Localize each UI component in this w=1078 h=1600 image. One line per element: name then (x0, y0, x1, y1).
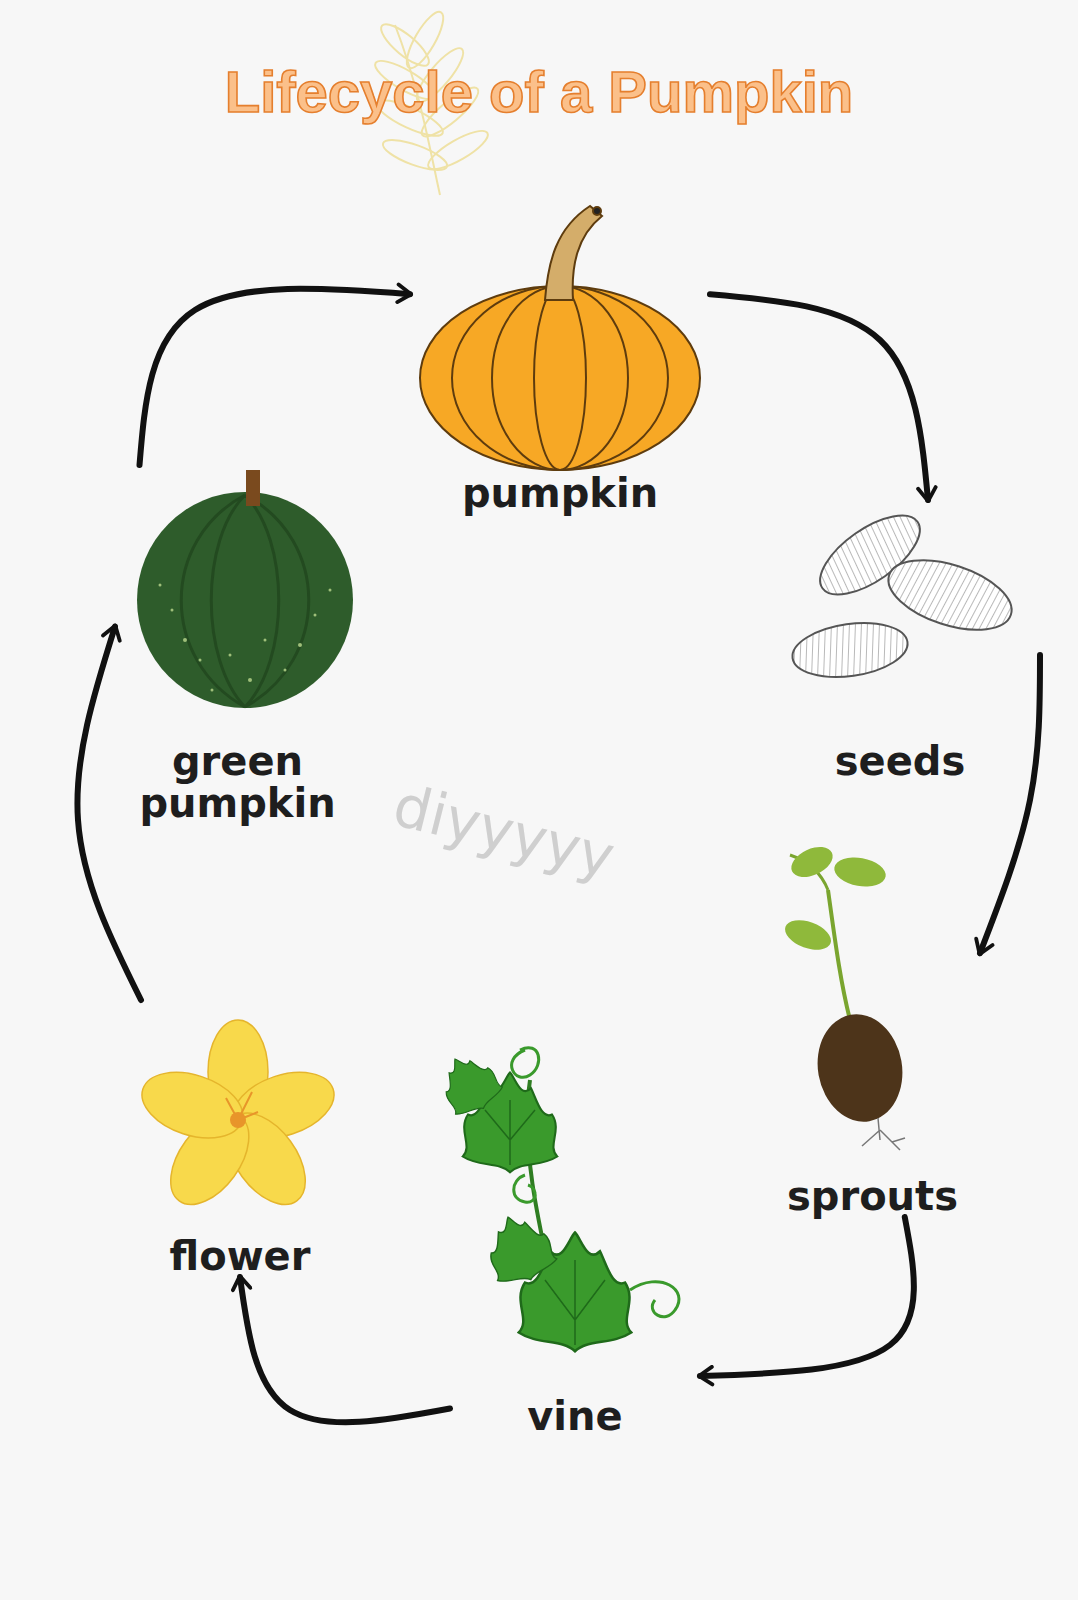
flower-drawing (134, 1020, 343, 1219)
diagram-title: Lifecycle of a Pumpkin (0, 58, 1078, 125)
stage-label: flower (130, 1235, 350, 1277)
cycle-arrow (140, 289, 411, 465)
stage-label: vine (450, 1395, 700, 1437)
stage-box: green pumpkin (115, 465, 360, 824)
green-pumpkin (137, 470, 353, 708)
stage-label: seeds (760, 740, 1040, 782)
stage-label: green pumpkin (115, 740, 360, 824)
stage-box: pumpkin (410, 200, 710, 514)
cycle-arrow (700, 1217, 914, 1376)
vine-drawing (432, 1046, 679, 1352)
seeds-drawing (789, 500, 1020, 683)
stage-box: vine (450, 1030, 700, 1437)
cycle-arrow (77, 627, 141, 1000)
cycle-arrow (710, 294, 928, 500)
stage-box: flower (130, 1000, 350, 1277)
cycle-arrow (980, 655, 1040, 953)
stage-box: seeds (760, 500, 1040, 782)
orange-pumpkin (420, 206, 700, 470)
stage-label: pumpkin (410, 472, 710, 514)
stage-box: sprouts (765, 840, 980, 1217)
sprout-drawing (781, 841, 911, 1150)
cycle-arrow (240, 1277, 450, 1422)
watermark: diyyyyy (387, 771, 621, 891)
stage-label: sprouts (765, 1175, 980, 1217)
